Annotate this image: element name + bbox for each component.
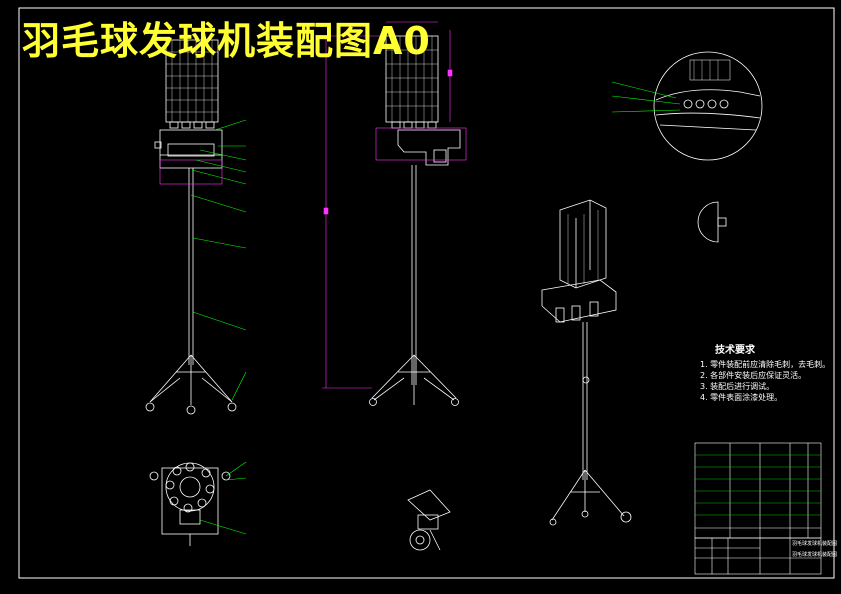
tech-item: 4. 零件表面涂漆处理。 — [700, 393, 783, 402]
detail-view-b — [697, 201, 727, 243]
tech-requirements: 技术要求 1. 零件装配前应清除毛刺，去毛刺。 2. 各部件安装后应保证灵活。 … — [700, 345, 835, 403]
drawing-border — [18, 7, 835, 579]
caster-wheel — [409, 529, 431, 551]
tech-item: 2. 各部件安装后应保证灵活。 — [700, 371, 807, 380]
isometric-view — [541, 199, 632, 526]
side-feeder-body — [397, 129, 461, 166]
leader-lines-left — [190, 119, 247, 401]
title-block — [694, 442, 822, 575]
tripod-leg — [149, 354, 192, 403]
tech-item: 1. 零件装配前应清除毛刺，去毛刺。 — [700, 360, 831, 369]
feeder-housing — [159, 129, 223, 169]
detail-view-a — [653, 51, 763, 161]
caster-detail — [407, 489, 451, 551]
title-block-name: 羽毛球发球机装配图 — [792, 541, 838, 547]
side-dimensions — [322, 21, 467, 389]
side-view — [369, 35, 461, 406]
title-block-drawing-no: 羽毛球发球机装配图 — [792, 552, 838, 558]
detail-circle — [653, 51, 763, 161]
drawing-title: 羽毛球发球机装配图A0 — [22, 19, 431, 63]
tech-item: 3. 装配后进行调试。 — [700, 382, 775, 391]
tech-requirements-title: 技术要求 — [715, 345, 755, 356]
front-view — [145, 39, 237, 415]
top-view — [149, 462, 231, 546]
shuttle-magazine — [165, 39, 219, 123]
